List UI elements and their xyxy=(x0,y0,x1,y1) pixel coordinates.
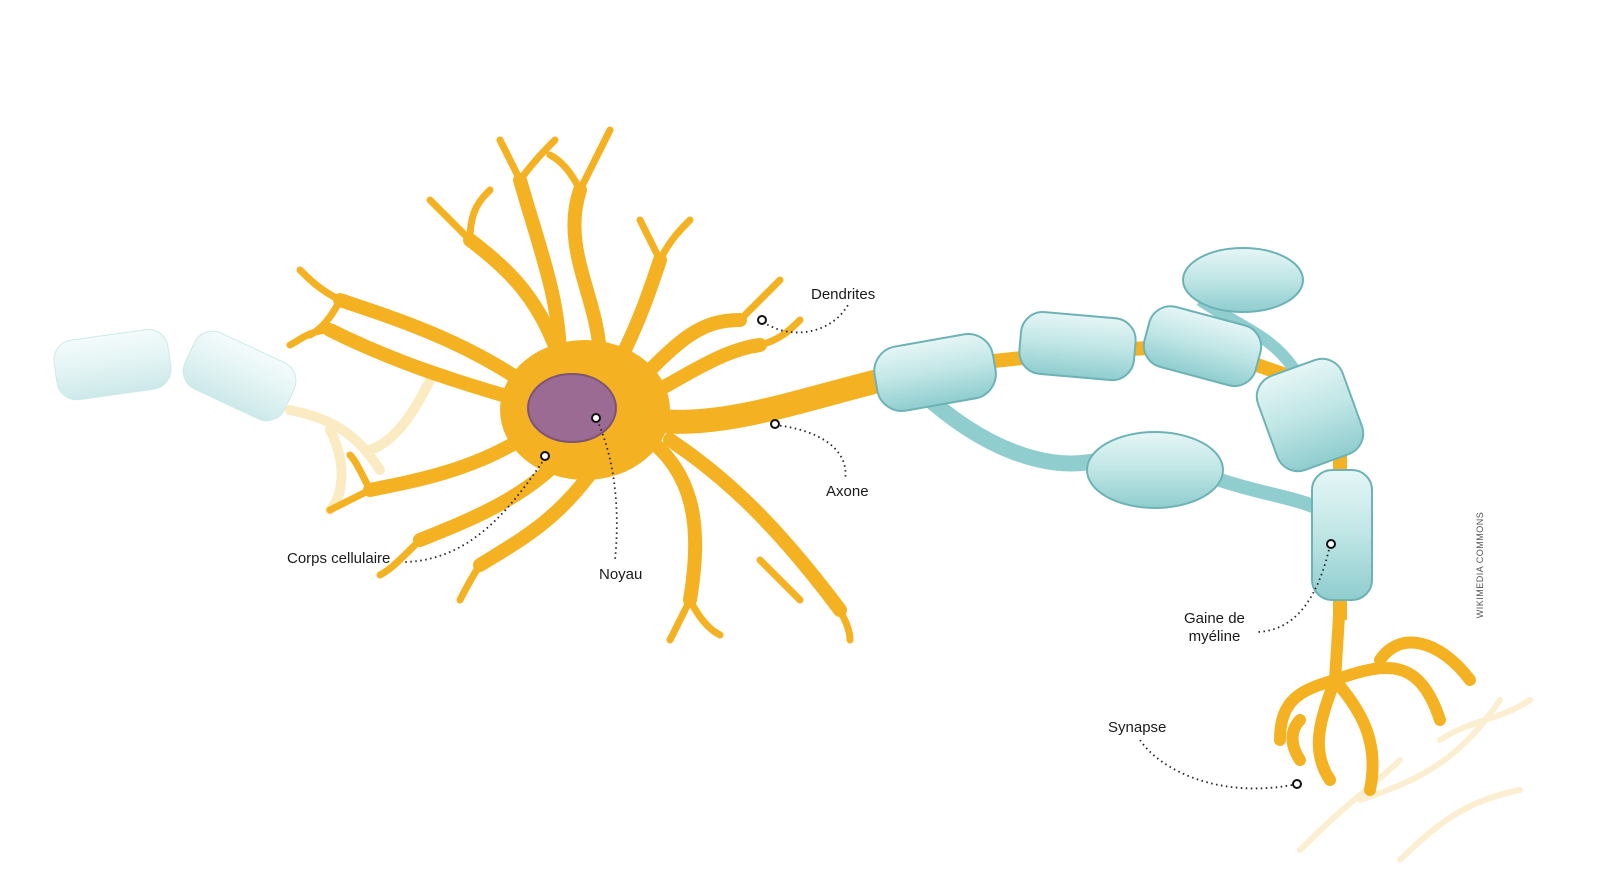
label-markers xyxy=(540,315,1336,789)
dendrites xyxy=(286,126,854,644)
label-corps-cellulaire: Corps cellulaire xyxy=(287,550,391,567)
label-dendrites: Dendrites xyxy=(811,286,876,303)
myelin-sheath xyxy=(873,247,1373,601)
leader-lines xyxy=(404,304,1331,790)
faded-previous-axon xyxy=(53,329,435,515)
label-gaine-de-myeline: Gaine de myéline xyxy=(1184,610,1245,646)
label-axone: Axone xyxy=(826,483,869,500)
label-synapse: Synapse xyxy=(1108,719,1167,736)
label-noyau: Noyau xyxy=(599,566,643,583)
nucleus xyxy=(527,373,617,443)
credit-watermark: WIKIMEDIA COMMONS xyxy=(1475,511,1485,619)
axon xyxy=(648,366,893,434)
label-gaine-line2: myéline xyxy=(1188,628,1241,645)
faded-next-dendrites xyxy=(1297,697,1533,863)
axon-terminals xyxy=(1274,594,1476,796)
label-gaine-line1: Gaine de xyxy=(1184,610,1245,627)
